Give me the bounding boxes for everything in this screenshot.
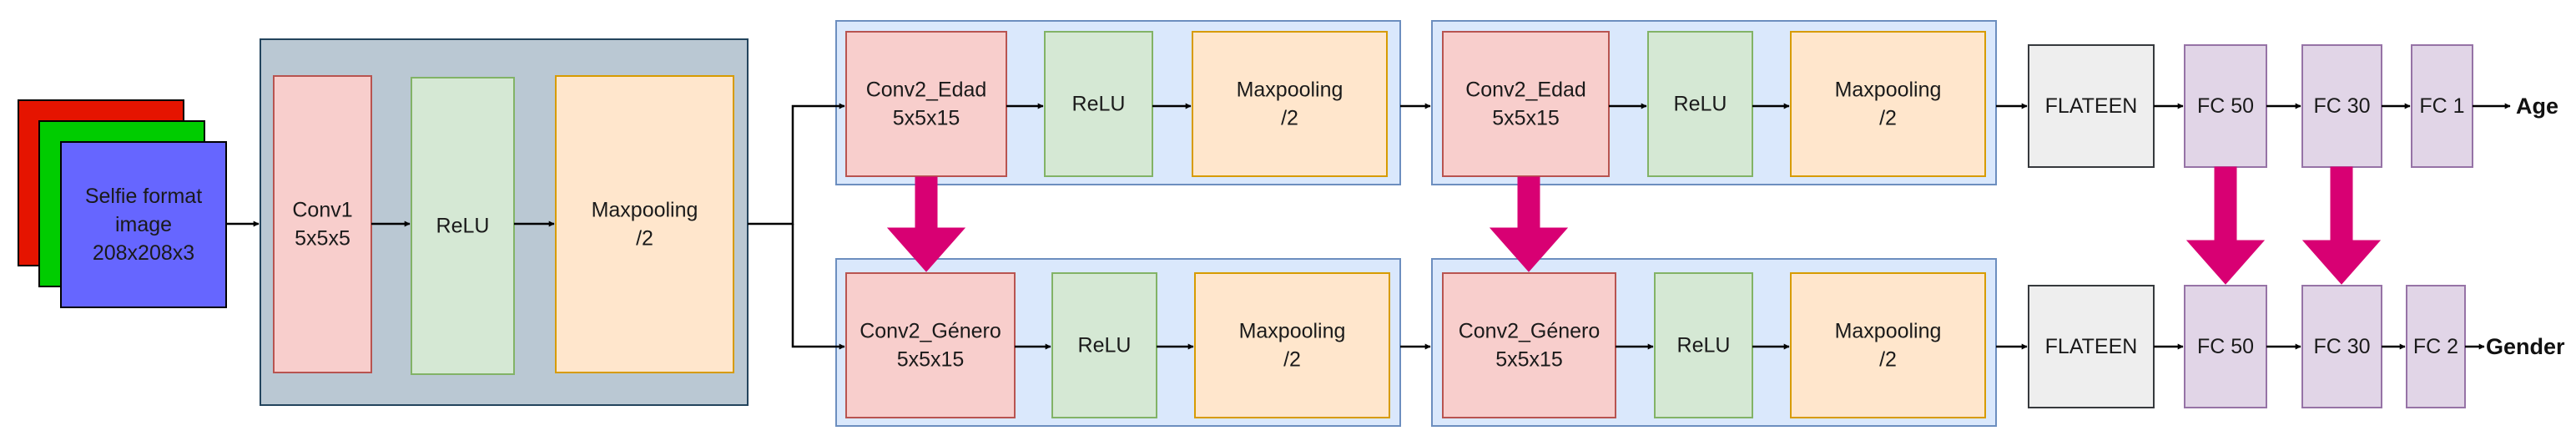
gender-conv2-2-box-label-line-2: 5x5x15: [1495, 348, 1563, 372]
gender-maxpool-1-box: [1194, 272, 1390, 418]
age-relu-1-box: [1044, 31, 1153, 177]
age-conv2-2-box-label-line-1: Conv2_Edad: [1465, 79, 1586, 102]
shared-maxpool-box: [555, 75, 734, 373]
age-output-label: Age: [2516, 94, 2558, 119]
gender-fc50-box-label-line-1: FC 50: [2197, 335, 2254, 358]
age-conv2-1-box-label-line-2: 5x5x15: [893, 107, 960, 130]
conv1-box-label-line-2: 5x5x5: [295, 227, 350, 251]
shared-relu-box-label-line-1: ReLU: [436, 215, 490, 238]
age-maxpool-2-box-label-line-1: Maxpooling: [1835, 79, 1942, 102]
input-label-line-3: 208x208x3: [93, 241, 194, 265]
gender-conv2-1-box-label-line-1: Conv2_Género: [860, 320, 1001, 343]
shared-maxpool-box-label-line-1: Maxpooling: [592, 199, 698, 222]
age-maxpool-2-box: [1790, 31, 1986, 177]
gender-relu-1-box: [1051, 272, 1157, 418]
gender-fc2-box: [2406, 285, 2466, 408]
gender-maxpool-1-box-label-line-1: Maxpooling: [1239, 320, 1346, 343]
age-conv2-2-box: [1442, 31, 1610, 177]
input-layer-blue: [60, 141, 227, 308]
shared-relu-box: [411, 77, 515, 375]
gender-fc30-box-label-line-1: FC 30: [2313, 335, 2370, 358]
age-conv2-1-box: [845, 31, 1007, 177]
transfer-arrow-block1: [886, 176, 966, 272]
transfer-arrow-block2: [1489, 176, 1569, 272]
age-relu-2-box-label-line-1: ReLU: [1674, 93, 1727, 116]
gender-maxpool-2-box-label-line-2: /2: [1879, 348, 1897, 372]
age-maxpool-1-box-label-line-2: /2: [1281, 107, 1298, 130]
gender-output-label: Gender: [2486, 334, 2565, 359]
gender-conv2-1-box-label-line-2: 5x5x15: [897, 348, 965, 372]
transfer-arrow-fc30: [2301, 166, 2382, 285]
input-label-line-1: Selfie format: [85, 185, 202, 208]
gender-maxpool-2-box-label-line-1: Maxpooling: [1835, 320, 1942, 343]
gender-flatten-box-label-line-1: FLATEEN: [2045, 335, 2138, 358]
age-maxpool-2-box-label-line-2: /2: [1879, 107, 1897, 130]
age-maxpool-1-box-label-line-1: Maxpooling: [1237, 79, 1343, 102]
input-label-line-2: image: [115, 213, 172, 236]
gender-fc2-box-label-line-1: FC 2: [2413, 335, 2458, 358]
gender-relu-2-box-label-line-1: ReLU: [1677, 334, 1731, 357]
age-flatten-box: [2028, 44, 2155, 168]
gender-maxpool-2-box: [1790, 272, 1986, 418]
gender-relu-2-box: [1654, 272, 1753, 418]
gender-conv2-2-box: [1442, 272, 1616, 418]
conv1-box: [273, 75, 372, 373]
transfer-arrow-fc50: [2185, 166, 2266, 285]
gender-conv2-1-box: [845, 272, 1016, 418]
age-flatten-box-label-line-1: FLATEEN: [2045, 94, 2138, 118]
gender-maxpool-1-box-label-line-2: /2: [1283, 348, 1301, 372]
gender-flatten-box: [2028, 285, 2155, 408]
gender-fc50-box: [2184, 285, 2267, 408]
age-fc30-box: [2301, 44, 2382, 168]
arrow-shared-to-gender: [791, 224, 845, 350]
age-relu-2-box: [1647, 31, 1753, 177]
age-maxpool-1-box: [1192, 31, 1388, 177]
age-conv2-2-box-label-line-2: 5x5x15: [1492, 107, 1560, 130]
age-fc30-box-label-line-1: FC 30: [2313, 94, 2370, 118]
arrow-shared-to-age: [748, 103, 845, 226]
conv1-box-label-line-1: Conv1: [292, 199, 352, 222]
age-conv2-1-box-label-line-1: Conv2_Edad: [866, 79, 987, 102]
gender-relu-1-box-label-line-1: ReLU: [1078, 334, 1132, 357]
gender-fc30-box: [2301, 285, 2382, 408]
age-fc50-box-label-line-1: FC 50: [2197, 94, 2254, 118]
age-relu-1-box-label-line-1: ReLU: [1072, 93, 1126, 116]
gender-conv2-2-box-label-line-1: Conv2_Género: [1459, 320, 1601, 343]
age-fc1-box-label-line-1: FC 1: [2419, 94, 2464, 118]
shared-maxpool-box-label-line-2: /2: [636, 227, 653, 251]
